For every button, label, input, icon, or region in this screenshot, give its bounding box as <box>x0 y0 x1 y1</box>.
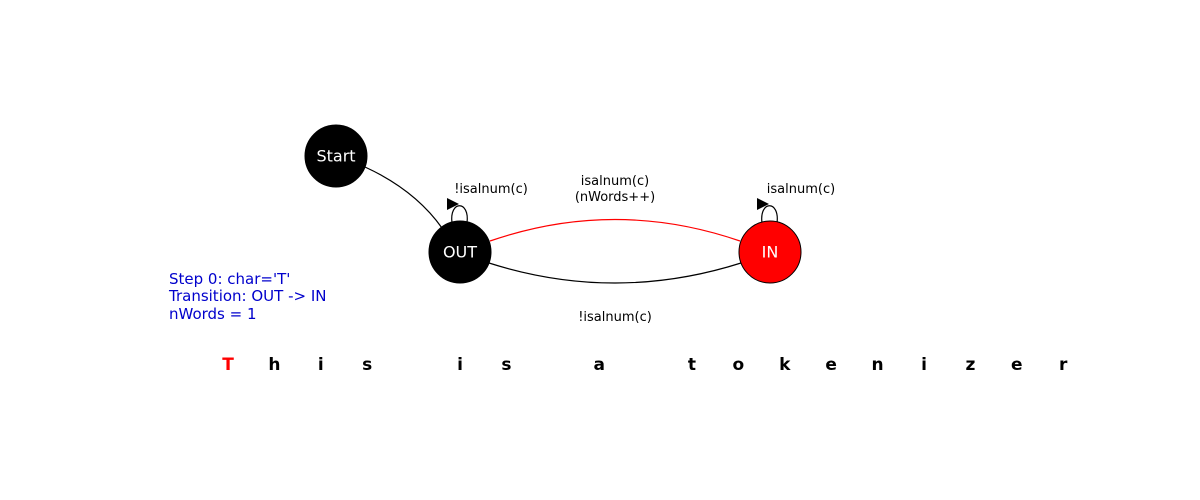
edge-label-in-to-out: !isalnum(c) <box>578 310 652 325</box>
self-loop-out <box>451 205 468 224</box>
node-start: Start <box>304 124 368 188</box>
tape-char: e <box>1011 355 1023 375</box>
node-start-label: Start <box>316 147 355 166</box>
edge-start-to-out <box>364 166 443 229</box>
tape-char: i <box>318 355 324 375</box>
self-loop-out-arrowhead <box>447 198 459 210</box>
tape-char: z <box>965 355 975 375</box>
edge-label-out-self: !isalnum(c) <box>454 182 528 197</box>
tape-char: k <box>779 355 791 375</box>
tape-char: a <box>593 355 604 375</box>
status-word-count: nWords = 1 <box>169 305 257 323</box>
status-transition: Transition: OUT -> IN <box>168 287 326 305</box>
tape-char: h <box>268 355 280 375</box>
self-loop-in <box>761 205 778 224</box>
node-in: IN <box>738 220 802 284</box>
tape-char: e <box>825 355 837 375</box>
tape-char: o <box>733 355 745 375</box>
node-out-label: OUT <box>443 243 477 262</box>
tape-char: i <box>921 355 927 375</box>
status-step: Step 0: char='T' <box>169 270 290 288</box>
tape-char: n <box>872 355 884 375</box>
edge-out-to-in <box>489 218 741 242</box>
tape-char: r <box>1059 355 1068 375</box>
node-out: OUT <box>428 220 492 284</box>
tape-char: T <box>222 355 234 375</box>
tape-char: s <box>362 355 372 375</box>
edge-label-out-to-in-line1: isalnum(c) <box>581 174 649 189</box>
node-in-label: IN <box>762 243 779 262</box>
status-panel: Step 0: char='T' Transition: OUT -> IN n… <box>168 270 326 323</box>
edge-label-out-to-in-line2: (nWords++) <box>575 190 655 205</box>
edge-label-in-self: isalnum(c) <box>767 182 835 197</box>
self-loop-in-arrowhead <box>757 198 769 210</box>
tape-char: t <box>688 355 696 375</box>
edge-in-to-out <box>488 262 742 284</box>
tape-char: s <box>501 355 511 375</box>
tape-char: i <box>457 355 463 375</box>
